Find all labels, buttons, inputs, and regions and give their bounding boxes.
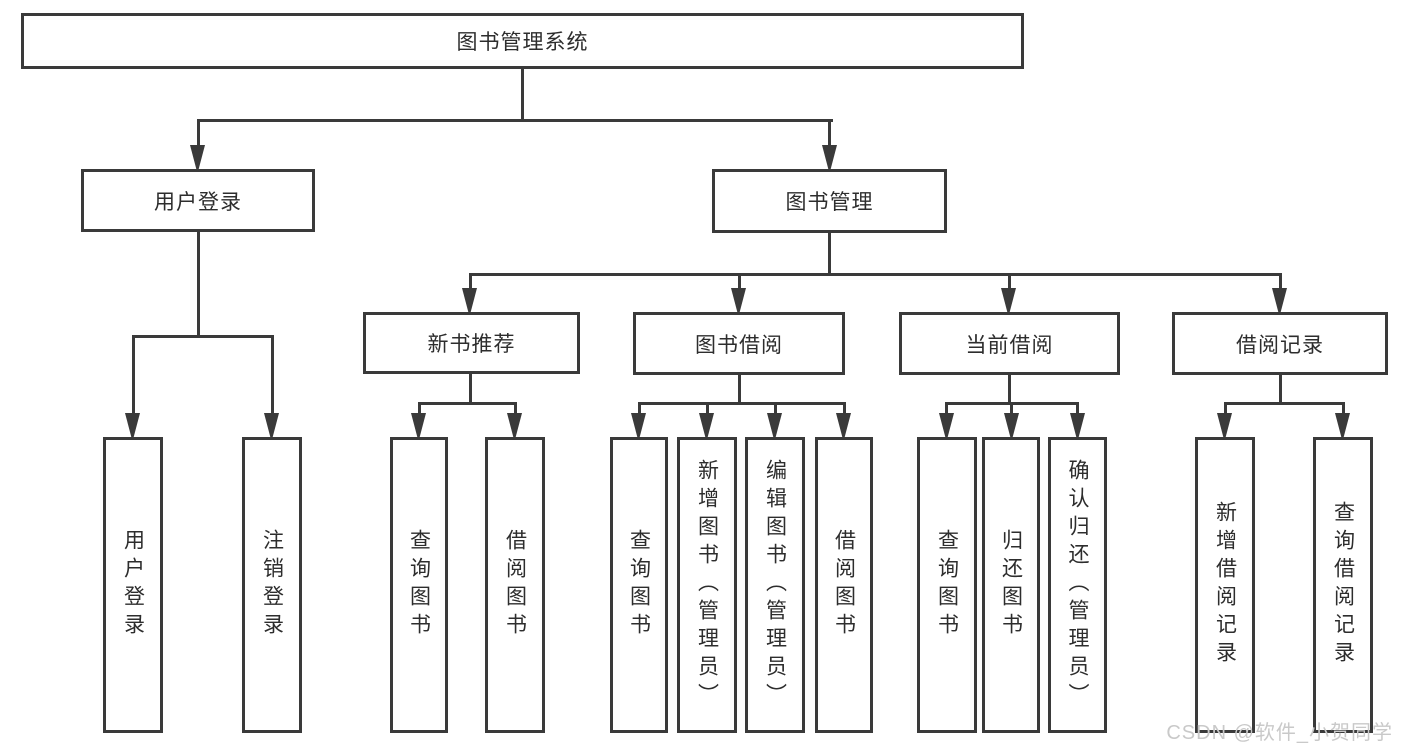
leaf-label: 查询图书 (407, 529, 431, 641)
leaf-label: 编辑图书（管理员） (763, 459, 787, 711)
leaf-confirm-return-admin: 确认归还（管理员） (1048, 437, 1107, 733)
connector-line (197, 232, 200, 338)
connector-line (1076, 402, 1079, 418)
leaf-label: 确认归还（管理员） (1066, 459, 1089, 711)
leaf-query-book-recommend: 查询图书 (390, 437, 448, 733)
connector-line (1342, 402, 1345, 418)
connector-line (843, 402, 846, 418)
arrow-down-icon (507, 413, 522, 437)
leaf-label: 用户登录 (121, 529, 145, 641)
leaf-add-book-admin: 新增图书（管理员） (677, 437, 737, 733)
node-label: 当前借阅 (965, 333, 1054, 357)
leaf-label: 归还图书 (999, 529, 1023, 641)
leaf-borrow-book: 借阅图书 (815, 437, 873, 733)
arrow-down-icon (822, 145, 837, 169)
leaf-borrow-book-recommend: 借阅图书 (485, 437, 545, 733)
node-label: 图书管理 (785, 191, 874, 214)
arrow-down-icon (1001, 288, 1016, 312)
leaf-query-borrow-record: 查询借阅记录 (1313, 437, 1373, 733)
leaf-label: 查询图书 (627, 529, 651, 641)
node-book-management: 图书管理 (712, 169, 947, 233)
leaf-add-borrow-record: 新增借阅记录 (1195, 437, 1255, 733)
leaf-logout: 注销登录 (242, 437, 302, 733)
connector-line (1008, 273, 1011, 295)
arrow-down-icon (1004, 413, 1019, 437)
arrow-down-icon (1217, 413, 1232, 437)
arrow-down-icon (767, 413, 782, 437)
connector-line (638, 402, 846, 405)
node-book-borrowing: 图书借阅 (633, 312, 845, 375)
node-label: 用户登录 (154, 190, 242, 214)
leaf-label: 查询图书 (935, 529, 959, 641)
node-label: 借阅记录 (1236, 333, 1324, 357)
node-label: 图书管理系统 (456, 31, 589, 54)
node-label: 图书借阅 (695, 333, 783, 357)
connector-line (738, 375, 741, 405)
connector-line (418, 402, 421, 418)
connector-line (1224, 402, 1345, 405)
leaf-return-book: 归还图书 (982, 437, 1040, 733)
connector-line (132, 335, 135, 419)
connector-line (469, 273, 1282, 276)
connector-line (706, 402, 709, 418)
leaf-label: 借阅图书 (503, 529, 527, 641)
arrow-down-icon (1335, 413, 1350, 437)
connector-line (1279, 375, 1282, 405)
node-borrow-records: 借阅记录 (1172, 312, 1388, 375)
node-new-book-recommend: 新书推荐 (363, 312, 580, 374)
connector-line (418, 402, 517, 405)
arrow-down-icon (264, 413, 279, 437)
connector-line (774, 402, 777, 418)
leaf-label: 查询借阅记录 (1331, 501, 1355, 669)
leaf-user-login: 用户登录 (103, 437, 163, 733)
connector-line (271, 335, 274, 419)
connector-line (945, 402, 948, 418)
leaf-query-book-current: 查询图书 (917, 437, 977, 733)
connector-line (514, 402, 517, 418)
arrow-down-icon (1070, 413, 1085, 437)
arrow-down-icon (939, 413, 954, 437)
leaf-label: 注销登录 (260, 529, 284, 641)
connector-line (828, 119, 831, 152)
connector-line (197, 119, 200, 152)
arrow-down-icon (411, 413, 426, 437)
connector-line (738, 273, 741, 295)
connector-line (828, 233, 831, 276)
connector-line (469, 273, 472, 295)
arrow-down-icon (462, 288, 477, 312)
connector-line (1279, 273, 1282, 295)
node-library-management-system: 图书管理系统 (21, 13, 1024, 69)
leaf-label: 借阅图书 (832, 529, 856, 641)
arrow-down-icon (699, 413, 714, 437)
leaf-edit-book-admin: 编辑图书（管理员） (745, 437, 805, 733)
connector-line (469, 374, 472, 405)
connector-line (1224, 402, 1227, 418)
arrow-down-icon (190, 145, 205, 169)
connector-line (132, 335, 274, 338)
node-current-borrowing: 当前借阅 (899, 312, 1120, 375)
leaf-query-book-borrowing: 查询图书 (610, 437, 668, 733)
connector-line (521, 69, 524, 122)
arrow-down-icon (836, 413, 851, 437)
watermark: CSDN @软件_小贺同学 (1166, 722, 1393, 744)
connector-line (197, 119, 833, 122)
connector-line (1010, 402, 1013, 418)
leaf-label: 新增借阅记录 (1213, 501, 1237, 669)
connector-line (638, 402, 641, 418)
arrow-down-icon (125, 413, 140, 437)
arrow-down-icon (1272, 288, 1287, 312)
node-user-login: 用户登录 (81, 169, 315, 232)
arrow-down-icon (731, 288, 746, 312)
node-label: 新书推荐 (427, 333, 516, 356)
connector-line (1008, 375, 1011, 405)
leaf-label: 新增图书（管理员） (695, 459, 719, 711)
arrow-down-icon (631, 413, 646, 437)
